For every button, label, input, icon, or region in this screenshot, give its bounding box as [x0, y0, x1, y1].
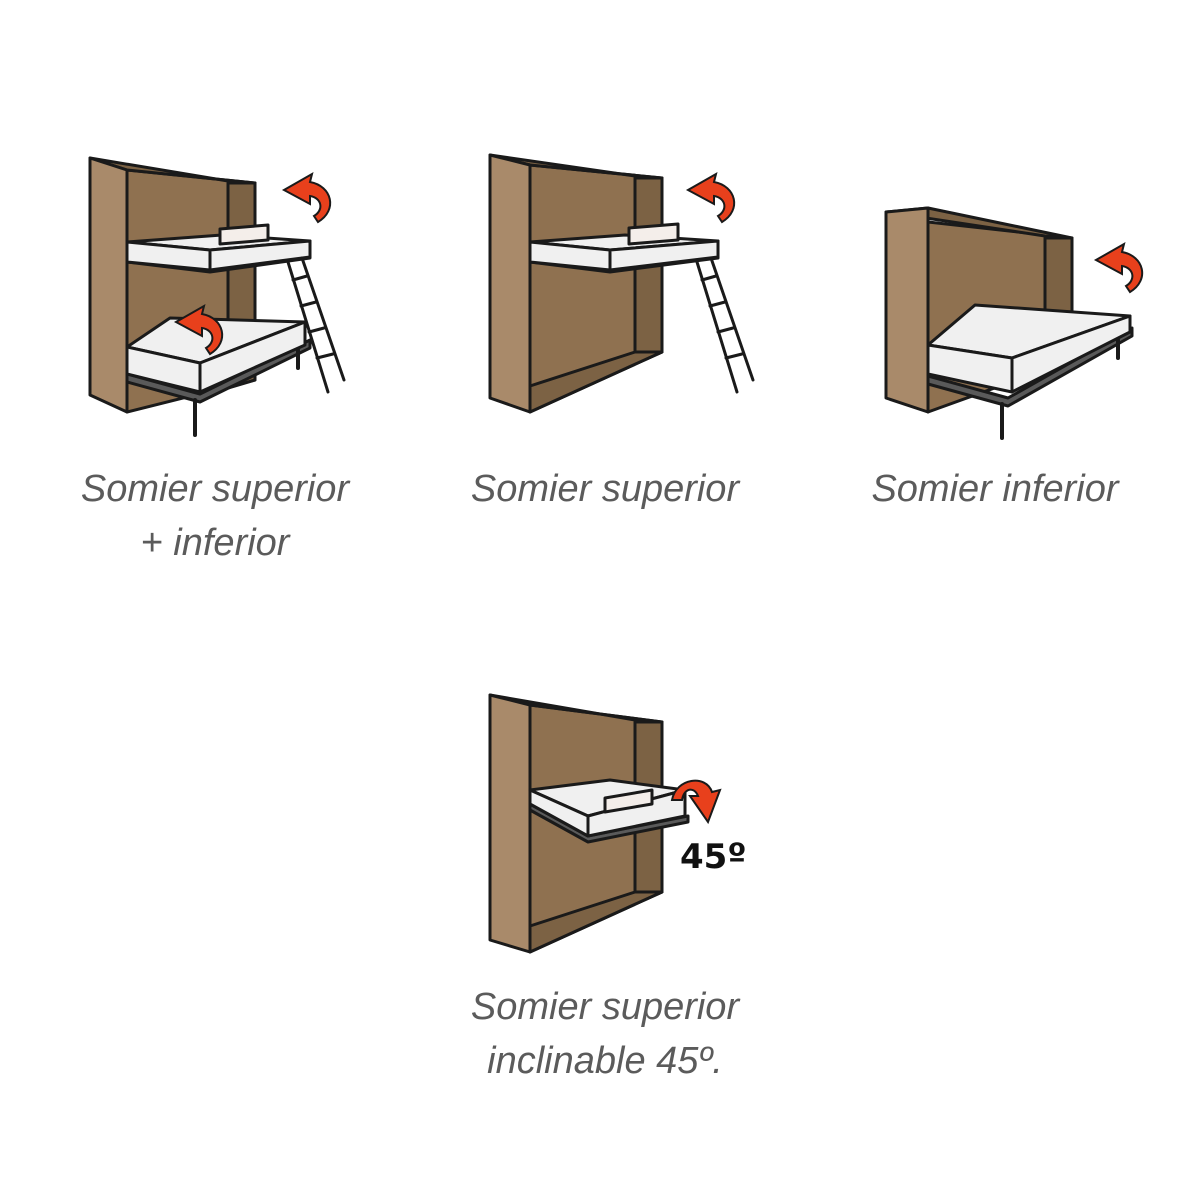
option-upper: Somier superior: [400, 0, 800, 600]
caption-line-2: inclinable 45º.: [487, 1040, 723, 1082]
tilt-arrow-icon: [670, 779, 722, 825]
angle-label: 45º: [680, 837, 747, 877]
ladder-rail-right: [300, 256, 346, 382]
upper-mattress-front: [208, 239, 312, 272]
option-lower: Somier inferior: [800, 0, 1200, 600]
tilting-wall-bed-illustration: 45º: [488, 693, 747, 954]
cabinet-side-panel: [488, 153, 532, 414]
ladder-rail-left: [286, 260, 330, 394]
fold-arrow-icon: [173, 303, 224, 356]
upper-guard-rail: [627, 222, 680, 246]
cabinet-side-panel: [884, 206, 930, 414]
fold-arrow-icon: [281, 171, 332, 224]
caption-line-1: Somier superior: [470, 468, 740, 510]
caption-line-1: Somier inferior: [871, 468, 1119, 510]
cabinet-side-panel: [488, 693, 532, 954]
option-upper-lower: Somier superior + inferior: [0, 0, 400, 600]
ladder-rail-right: [709, 256, 755, 382]
ladder-rail-left: [695, 260, 739, 394]
cabinet-right-side: [633, 176, 664, 366]
lower-mattress-front: [198, 320, 307, 394]
option-upper-tilt-45: 45º Somier superior inclinable 45º.: [400, 650, 800, 1150]
upper-mattress-front: [608, 239, 720, 272]
upper-wall-bed-illustration: [488, 153, 755, 414]
cabinet-side-panel: [88, 156, 129, 414]
bunk-wall-bed-illustration: [88, 156, 346, 437]
lower-frame: [926, 326, 1134, 408]
caption-line-1: Somier superior: [470, 986, 740, 1028]
upper-guard-rail: [603, 788, 654, 814]
upper-guard-rail: [218, 223, 270, 246]
fold-arrow-icon: [685, 171, 736, 224]
caption-line-1: Somier superior: [80, 468, 350, 510]
lower-mattress-front: [1010, 314, 1132, 394]
lower-wall-bed-illustration: [884, 206, 1144, 440]
caption-line-2: + inferior: [140, 522, 290, 564]
fold-arrow-icon: [1093, 241, 1144, 294]
